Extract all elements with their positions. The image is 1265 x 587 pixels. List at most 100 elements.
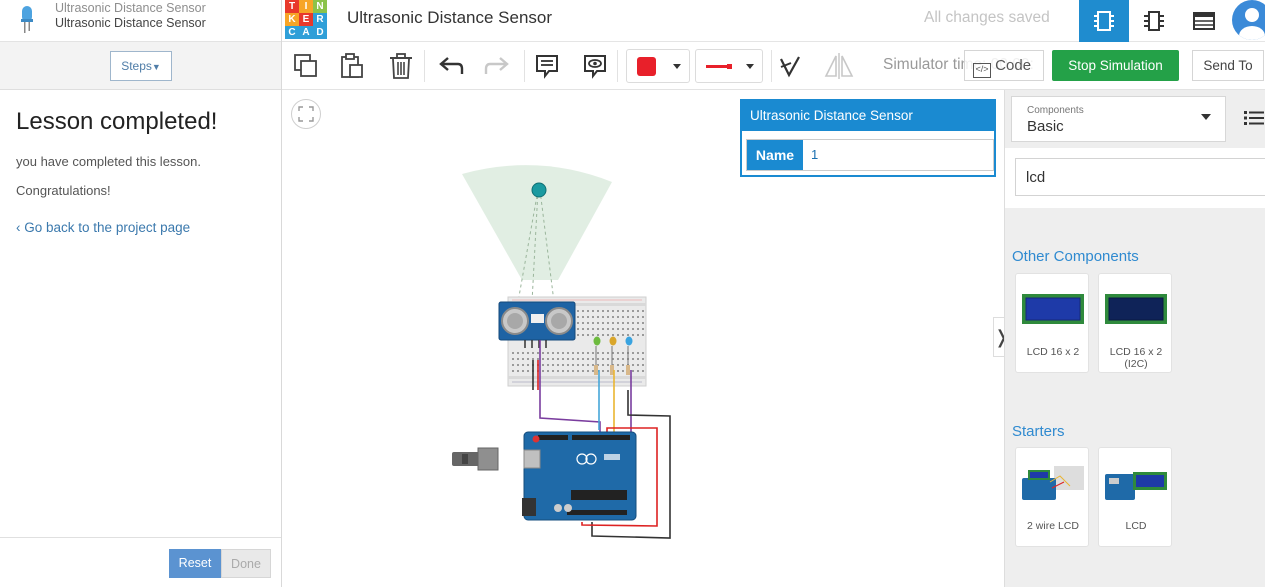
breadboard-hole bbox=[517, 352, 519, 354]
paste-button[interactable] bbox=[337, 51, 367, 81]
lcd-display-icon bbox=[1105, 294, 1167, 324]
breadboard-hole bbox=[607, 322, 609, 324]
toolbar-divider bbox=[524, 50, 525, 82]
undo-button[interactable] bbox=[436, 51, 466, 81]
breadboard-hole bbox=[567, 364, 569, 366]
inspector-name-row: Name 1 bbox=[746, 139, 994, 171]
breadboard-hole bbox=[607, 310, 609, 312]
card-label: 2 wire LCD bbox=[1027, 520, 1079, 532]
reset-button[interactable]: Reset bbox=[169, 549, 221, 578]
lesson-header: Ultrasonic Distance Sensor Ultrasonic Di… bbox=[0, 0, 281, 42]
tinkercad-logo[interactable]: T I N K E R C A D bbox=[284, 0, 328, 39]
breadboard-hole bbox=[522, 364, 524, 366]
back-to-project-link[interactable]: ‹ Go back to the project page bbox=[16, 220, 265, 235]
rotate-button[interactable] bbox=[775, 51, 805, 81]
breadboard-hole bbox=[557, 358, 559, 360]
sensor-detection-zone bbox=[462, 165, 612, 280]
breadboard-hole bbox=[512, 358, 514, 360]
breadboard-hole bbox=[512, 370, 514, 372]
breadboard-hole bbox=[572, 370, 574, 372]
fit-view-button[interactable] bbox=[291, 99, 321, 129]
stop-simulation-button[interactable]: Stop Simulation bbox=[1052, 50, 1179, 81]
breadboard-hole bbox=[632, 310, 634, 312]
done-button[interactable]: Done bbox=[221, 549, 271, 578]
target-object bbox=[531, 182, 547, 198]
breadboard-hole bbox=[562, 358, 564, 360]
breadboard-hole bbox=[592, 316, 594, 318]
circuit-drawing[interactable] bbox=[282, 90, 1004, 587]
design-title[interactable]: Ultrasonic Distance Sensor bbox=[347, 8, 553, 27]
breadboard-hole bbox=[622, 352, 624, 354]
breadboard-hole bbox=[637, 310, 639, 312]
notes-button[interactable] bbox=[532, 51, 562, 81]
edit-toolbar: Simulator time: 00:00: </> Code Stop Sim… bbox=[282, 42, 1265, 90]
breadboard-hole bbox=[562, 352, 564, 354]
breadboard-hole bbox=[597, 334, 599, 336]
breadboard-hole bbox=[617, 364, 619, 366]
breadboard-hole bbox=[632, 328, 634, 330]
zoom-fit-icon bbox=[298, 106, 314, 122]
breadboard-hole bbox=[617, 358, 619, 360]
breadboard-hole bbox=[552, 352, 554, 354]
section-title-other-components: Other Components bbox=[1012, 248, 1139, 265]
led-bulb-icon bbox=[21, 6, 33, 33]
lesson-panel: Ultrasonic Distance Sensor Ultrasonic Di… bbox=[0, 0, 282, 587]
starter-card-2-wire-lcd[interactable]: 2 wire LCD bbox=[1015, 447, 1089, 547]
comment-icon bbox=[536, 55, 558, 79]
code-button[interactable]: </> Code bbox=[964, 50, 1044, 81]
toggle-notes-visibility-button[interactable] bbox=[580, 51, 610, 81]
component-list-button[interactable] bbox=[1179, 0, 1229, 42]
breadboard-hole bbox=[642, 334, 644, 336]
breadboard-hole bbox=[577, 370, 579, 372]
resistors bbox=[594, 365, 630, 375]
breadboard-hole bbox=[637, 334, 639, 336]
redo-button[interactable] bbox=[482, 51, 512, 81]
schematic-view-button[interactable] bbox=[1129, 0, 1179, 42]
delete-button[interactable] bbox=[386, 51, 416, 81]
breadboard-hole bbox=[602, 334, 604, 336]
wire-type-picker[interactable] bbox=[695, 49, 763, 83]
breadboard-hole bbox=[582, 316, 584, 318]
components-category-select[interactable]: Components Basic bbox=[1011, 96, 1226, 142]
breadboard-hole bbox=[637, 316, 639, 318]
breadboard-hole bbox=[617, 310, 619, 312]
flip-button[interactable] bbox=[824, 51, 854, 81]
list-view-button[interactable] bbox=[1244, 110, 1264, 131]
breadboard-hole bbox=[602, 358, 604, 360]
breadboard-hole bbox=[642, 322, 644, 324]
inspector-name-field[interactable]: 1 bbox=[811, 147, 819, 162]
breadboard-hole bbox=[642, 358, 644, 360]
component-card-lcd-16x2-i2c[interactable]: LCD 16 x 2 (I2C) bbox=[1098, 273, 1172, 373]
breadboard-hole bbox=[577, 334, 579, 336]
breadboard-hole bbox=[627, 316, 629, 318]
wires bbox=[532, 340, 671, 539]
breadboard-hole bbox=[617, 322, 619, 324]
user-avatar[interactable] bbox=[1232, 0, 1265, 40]
steps-button[interactable]: Steps▼ bbox=[110, 51, 172, 81]
breadboard-hole bbox=[617, 370, 619, 372]
breadboard-hole bbox=[582, 310, 584, 312]
breadboard-hole bbox=[517, 358, 519, 360]
caret-down-icon: ▼ bbox=[151, 62, 161, 72]
send-to-button[interactable]: Send To bbox=[1192, 50, 1264, 81]
breadboard-hole bbox=[617, 328, 619, 330]
breadboard-hole bbox=[632, 352, 634, 354]
breadboard-hole bbox=[582, 352, 584, 354]
breadboard-hole bbox=[587, 322, 589, 324]
caret-down-icon bbox=[673, 64, 681, 69]
breadboard-hole bbox=[632, 316, 634, 318]
component-card-lcd-16x2[interactable]: LCD 16 x 2 bbox=[1015, 273, 1089, 373]
breadboard-hole bbox=[572, 352, 574, 354]
wire-color-picker[interactable] bbox=[626, 49, 690, 83]
circuit-view-button[interactable] bbox=[1079, 0, 1129, 42]
lcd-display-icon bbox=[1022, 294, 1084, 324]
copy-button[interactable] bbox=[291, 51, 321, 81]
circuit-canvas[interactable]: Ultrasonic Distance Sensor Name 1 bbox=[282, 90, 1004, 587]
breadboard-hole bbox=[572, 358, 574, 360]
paste-icon bbox=[341, 53, 363, 78]
inspector-name-label: Name bbox=[747, 140, 803, 170]
component-search-input[interactable] bbox=[1015, 158, 1265, 196]
starter-card-lcd[interactable]: LCD bbox=[1098, 447, 1172, 547]
logo-letter: T bbox=[285, 0, 299, 13]
breadboard-hole bbox=[597, 352, 599, 354]
